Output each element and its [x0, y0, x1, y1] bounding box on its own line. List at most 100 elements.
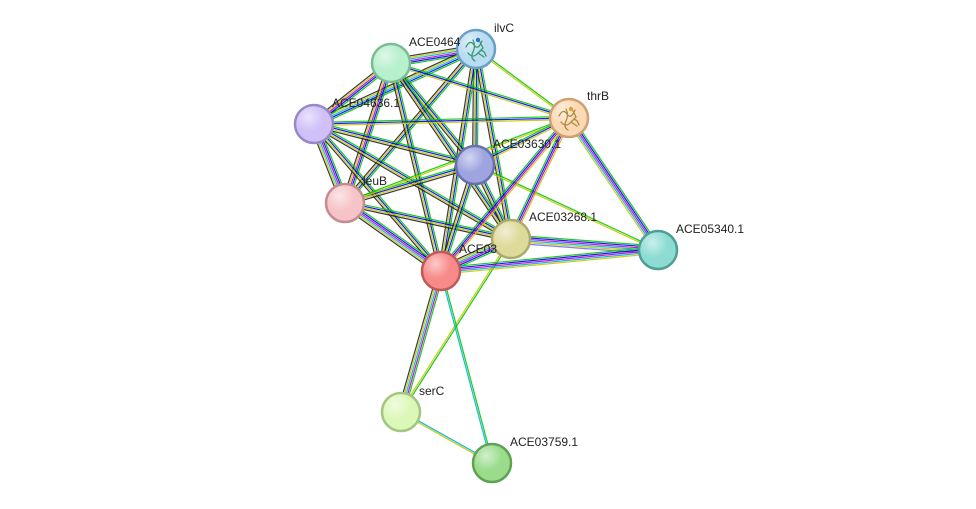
edge-line-coexpression	[397, 269, 439, 412]
edge-line-cooccurrence	[440, 247, 658, 271]
node-highlight	[457, 147, 493, 183]
node-ACE05340[interactable]: ACE05340.1	[637, 222, 744, 271]
edge-line-textmining	[314, 119, 570, 127]
edge-line-cooccurrence	[569, 116, 660, 250]
edge-line-neighborhood	[477, 48, 514, 239]
edge-ACE03center-ACE05340[interactable]	[440, 246, 659, 275]
node-label-serC: serC	[419, 384, 445, 398]
edge-line-coexpression	[341, 61, 389, 203]
edge-ACE03630-ACE05340[interactable]	[474, 163, 659, 252]
node-label-ilvC: ilvC	[494, 21, 514, 35]
edge-line-neighborhood	[345, 200, 512, 238]
node-highlight	[458, 31, 494, 67]
edge-line-textmining	[442, 119, 572, 273]
node-leuB[interactable]: leuB	[324, 174, 387, 224]
edge-line-neighborhood	[511, 234, 659, 247]
edge-line-coexpression	[313, 125, 475, 168]
edge-line-experiments	[568, 117, 659, 251]
edge-line-textmining	[565, 119, 656, 253]
edge-line-neighborhood	[438, 116, 568, 270]
edge-ACE04636-ACE03630[interactable]	[313, 121, 476, 168]
node-ACE04636[interactable]: ACE04636.1	[293, 96, 400, 145]
edge-ilvC-ACE03268[interactable]	[473, 48, 514, 240]
node-highlight	[327, 185, 363, 221]
node-label-ACE03center: ACE03	[459, 242, 497, 256]
node-label-ACE05340: ACE05340.1	[676, 222, 744, 236]
edge-line-neighborhood	[346, 50, 479, 205]
node-ACE03center[interactable]: ACE03	[420, 242, 497, 292]
edge-line-textmining	[342, 62, 391, 203]
node-ACE03268[interactable]: ACE03268.1	[490, 210, 597, 260]
node-label-ACE04640: ACE0464	[409, 35, 461, 49]
edge-line-textmining	[474, 165, 658, 252]
edge-line-neighborhood	[403, 271, 445, 414]
node-ilvC[interactable]: ilvC	[455, 21, 514, 70]
edge-ACE03center-serC[interactable]	[397, 269, 445, 414]
edge-line-neighborhood	[314, 121, 476, 164]
edge-line-neighborhood	[475, 163, 659, 250]
edge-line-neighborhood	[391, 60, 570, 118]
node-label-ACE03759: ACE03759.1	[510, 435, 578, 449]
edge-layer	[309, 44, 662, 465]
node-label-ACE04636: ACE04636.1	[332, 96, 400, 110]
node-highlight	[383, 394, 419, 430]
node-label-ACE03268: ACE03268.1	[529, 210, 597, 224]
edge-line-cooccurrence	[390, 62, 570, 119]
protein-structure-icon	[558, 106, 580, 131]
node-highlight	[423, 253, 459, 289]
node-highlight	[640, 232, 676, 268]
edge-line-cooccurrence	[314, 123, 443, 271]
edge-line-databases	[567, 118, 658, 252]
edge-line-neighborhood	[347, 63, 395, 205]
edge-line-coexpression	[388, 63, 440, 272]
edge-line-coexpression	[311, 125, 440, 273]
edge-line-cooccurrence	[314, 122, 476, 165]
edge-line-textmining	[313, 124, 475, 167]
edge-line-experiments	[344, 62, 392, 204]
edge-ACE04640-thrB[interactable]	[390, 60, 570, 121]
edge-ACE04640-ACE03center[interactable]	[388, 62, 444, 272]
edge-line-databases	[400, 270, 442, 413]
edge-line-neighborhood	[571, 115, 662, 249]
protein-structure-icon	[465, 37, 487, 62]
edge-line-textmining	[474, 49, 511, 240]
edge-line-coexpression	[312, 125, 511, 242]
edge-line-coexpression	[388, 64, 510, 241]
edge-line-databases	[441, 250, 659, 274]
edge-line-neighborhood	[508, 116, 568, 239]
edge-ACE04636-thrB[interactable]	[313, 115, 570, 127]
node-highlight	[296, 106, 332, 142]
edge-line-textmining	[343, 48, 476, 203]
node-ACE03630[interactable]: ACE03630.1	[454, 137, 561, 186]
edge-line-neighborhood	[392, 61, 478, 164]
node-highlight	[373, 45, 409, 81]
node-highlight	[474, 445, 510, 481]
edge-line-textmining	[398, 270, 441, 412]
edge-ACE04640-leuB[interactable]	[341, 61, 395, 205]
edge-line-experiments	[511, 118, 571, 240]
edge-line-cooccurrence	[509, 117, 569, 239]
node-label-leuB: leuB	[363, 174, 387, 188]
node-label-ACE03630: ACE03630.1	[493, 137, 561, 151]
edge-line-neighborhood	[392, 62, 444, 271]
edge-line-databases	[313, 48, 477, 125]
node-ACE03759[interactable]: ACE03759.1	[471, 435, 578, 484]
edge-ACE03center-thrB[interactable]	[438, 116, 572, 273]
edge-ACE03268-thrB[interactable]	[508, 116, 572, 241]
edge-ilvC-leuB[interactable]	[342, 47, 479, 205]
edge-line-cooccurrence	[345, 49, 478, 204]
edge-line-experiments	[511, 237, 659, 250]
edge-thrB-ACE05340[interactable]	[565, 115, 662, 253]
edge-line-cooccurrence	[476, 48, 513, 239]
edge-line-experiments	[401, 271, 444, 413]
edge-ACE03268-ACE05340[interactable]	[510, 234, 659, 255]
node-highlight	[493, 221, 529, 257]
node-thrB[interactable]: thrB	[548, 89, 609, 139]
node-highlight	[551, 100, 587, 136]
edge-leuB-ACE03268[interactable]	[344, 200, 512, 242]
node-serC[interactable]: serC	[380, 384, 445, 433]
edge-ACE03center-ACE03759[interactable]	[439, 270, 494, 464]
node-ACE04640[interactable]: ACE0464	[370, 35, 461, 84]
edge-line-textmining	[512, 118, 572, 241]
